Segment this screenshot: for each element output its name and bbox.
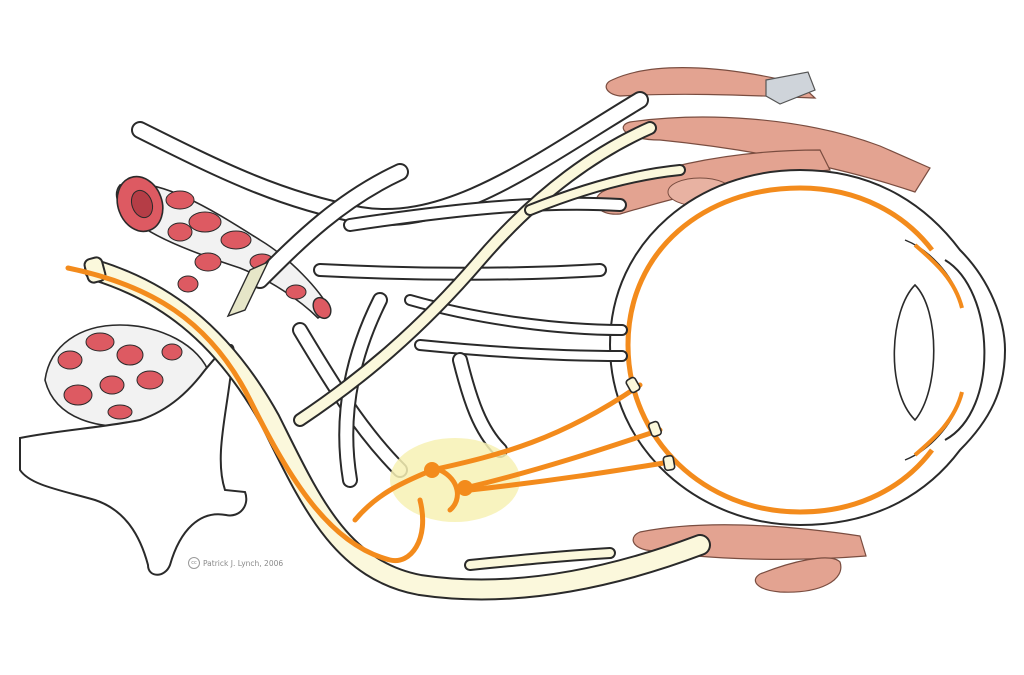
retina-fiber [625, 185, 934, 346]
credit-line: cc Patrick J. Lynch, 2006 [188, 557, 283, 569]
postganglionic-fiber-1 [429, 382, 643, 473]
cornea [944, 259, 986, 441]
inferior-oblique-muscle [754, 557, 842, 593]
synapse-2 [457, 480, 473, 496]
vessel-upper-end [312, 296, 332, 320]
levator-tendon [765, 71, 816, 105]
sympathetic-root [226, 260, 270, 318]
ciliary-fiber-upper [913, 243, 964, 309]
sclera [608, 168, 1007, 527]
lens [893, 283, 935, 422]
synapse-markers [424, 462, 473, 496]
ciliary-fiber-lower [913, 391, 964, 457]
cc-license-icon: cc [188, 557, 200, 569]
vessel-upper-lumen [130, 189, 154, 219]
carotid-artery [19, 344, 248, 576]
white-nerves [131, 91, 649, 488]
retina-fiber-lower [625, 344, 934, 515]
postganglionic-fiber-2 [462, 427, 663, 491]
ciliary-nerve-openings [625, 376, 676, 472]
postganglionic-fiber-3 [467, 459, 673, 493]
eyeball [608, 168, 1007, 527]
synapse-1 [424, 462, 440, 478]
credit-text: Patrick J. Lynch, 2006 [203, 558, 284, 568]
cavernous-vessels [44, 175, 332, 427]
preganglionic-fiber [65, 265, 426, 564]
